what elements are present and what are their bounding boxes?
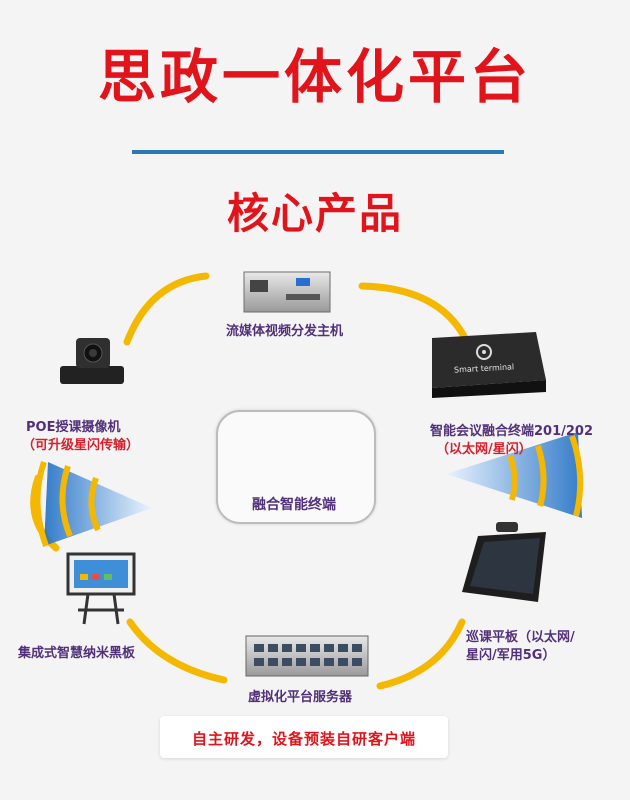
center-device-label: 融合智能终端 (252, 497, 336, 513)
smart-blackboard-device (66, 552, 136, 625)
conference-terminal-sublabel: （以太网/星闪） (436, 442, 532, 457)
signal-wave-right (446, 432, 584, 518)
section-title: 核心产品 (226, 189, 403, 238)
signal-wave-left (34, 461, 152, 548)
patrol-tablet-device (462, 522, 546, 602)
footer-note-box (160, 716, 448, 758)
streaming-host-device (243, 271, 331, 313)
center-device-frame (216, 410, 376, 524)
smart-terminal-device (432, 332, 546, 398)
tablet-label: 巡课平板（以太网/ (466, 630, 575, 645)
server-label: 虚拟化平台服务器 (248, 690, 353, 705)
virtualization-server-device (245, 635, 369, 677)
arc-top-left (123, 272, 210, 346)
camera-sublabel: （可升级星闪传输） (22, 438, 140, 453)
ptz-camera-device (60, 338, 124, 384)
title-divider (132, 150, 504, 154)
arc-bottom-left (126, 618, 228, 684)
page-title: 思政一体化平台 (97, 43, 532, 111)
footer-note: 自主研发，设备预装自研客户端 (191, 730, 416, 748)
streaming-host-label: 流媒体视频分发主机 (226, 324, 344, 339)
arc-bottom-right (376, 618, 466, 690)
conference-terminal-label: 智能会议融合终端201/202 (430, 424, 594, 439)
blackboard-label: 集成式智慧纳米黑板 (18, 646, 136, 661)
arc-top-right (358, 282, 470, 344)
tablet-sublabel: 星闪/军用5G） (466, 648, 556, 663)
camera-label: POE授课摄像机 (26, 420, 121, 435)
